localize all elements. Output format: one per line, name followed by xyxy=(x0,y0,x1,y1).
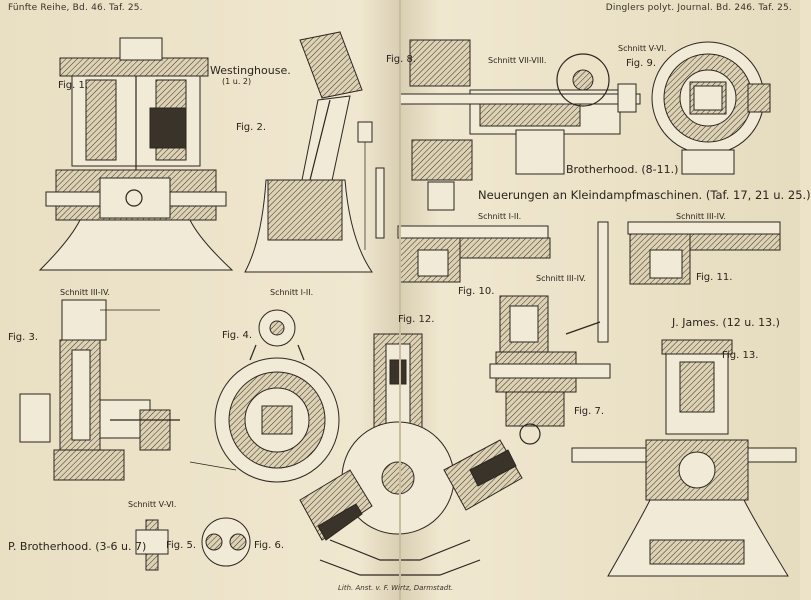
label-fig5: Fig. 5. xyxy=(166,540,197,551)
label-schnitt-iii-iv-mid: Schnitt III-IV. xyxy=(536,274,586,283)
label-james: J. James. (12 u. 13.) xyxy=(672,316,780,329)
label-fig12: Fig. 12. xyxy=(398,314,435,325)
label-fig4: Fig. 4. xyxy=(222,330,253,341)
lithographer-credit: Lith. Anst. v. F. Wirtz, Darmstadt. xyxy=(338,584,454,592)
fig2-drawing xyxy=(244,31,385,273)
fig10-drawing xyxy=(397,225,551,283)
label-fig2: Fig. 2. xyxy=(236,122,267,133)
label-p-brotherhood: P. Brotherhood. (3-6 u. 7) xyxy=(8,540,147,553)
label-schnitt-i-ii-mid: Schnitt I-II. xyxy=(270,288,314,297)
label-brotherhood: Brotherhood. (8-11.) xyxy=(566,163,679,176)
fig9-drawing xyxy=(617,41,771,175)
fig11-drawing xyxy=(627,221,781,285)
fig8-drawing xyxy=(399,39,641,211)
label-fig6: Fig. 6. xyxy=(254,540,285,551)
label-fig13: Fig. 13. xyxy=(722,350,759,361)
label-schnitt-iii-iv-top: Schnitt III-IV. xyxy=(676,212,726,221)
fig6-drawing xyxy=(201,517,251,567)
label-schnitt-vii-viii: Schnitt VII-VIII. xyxy=(488,56,547,65)
label-schnitt-v-vi-top: Schnitt V-VI. xyxy=(618,44,667,53)
label-fig3: Fig. 3. xyxy=(8,332,39,343)
label-schnitt-iii-iv-left: Schnitt III-IV. xyxy=(60,288,110,297)
label-fig10: Fig. 10. xyxy=(458,286,495,297)
fig4-drawing xyxy=(189,309,340,483)
label-fig11: Fig. 11. xyxy=(696,272,733,283)
fig13-drawing xyxy=(571,339,797,577)
label-fig7: Fig. 7. xyxy=(574,406,605,417)
fig7-drawing xyxy=(489,221,611,445)
label-schnitt-v-vi-bottom: Schnitt V-VI. xyxy=(128,500,177,509)
header-right: Dinglers polyt. Journal. Bd. 246. Taf. 2… xyxy=(605,3,792,13)
fig3-drawing xyxy=(19,299,180,481)
label-fig9: Fig. 9. xyxy=(626,58,657,69)
fig12-drawing xyxy=(299,333,523,576)
label-fig1: Fig. 1. xyxy=(58,80,89,91)
fig5-drawing xyxy=(135,519,169,571)
label-westinghouse-figs: (1 u. 2) xyxy=(222,77,252,86)
label-westinghouse: Westinghouse. xyxy=(210,64,291,77)
header-left: Fünfte Reihe, Bd. 46. Taf. 25. xyxy=(8,3,143,13)
label-schnitt-i-ii-top: Schnitt I-II. xyxy=(478,212,522,221)
fig1-drawing xyxy=(38,37,234,271)
label-fig8: Fig. 8. xyxy=(386,54,417,65)
plate-title: Neuerungen an Kleindampfmaschinen. (Taf.… xyxy=(478,188,811,202)
